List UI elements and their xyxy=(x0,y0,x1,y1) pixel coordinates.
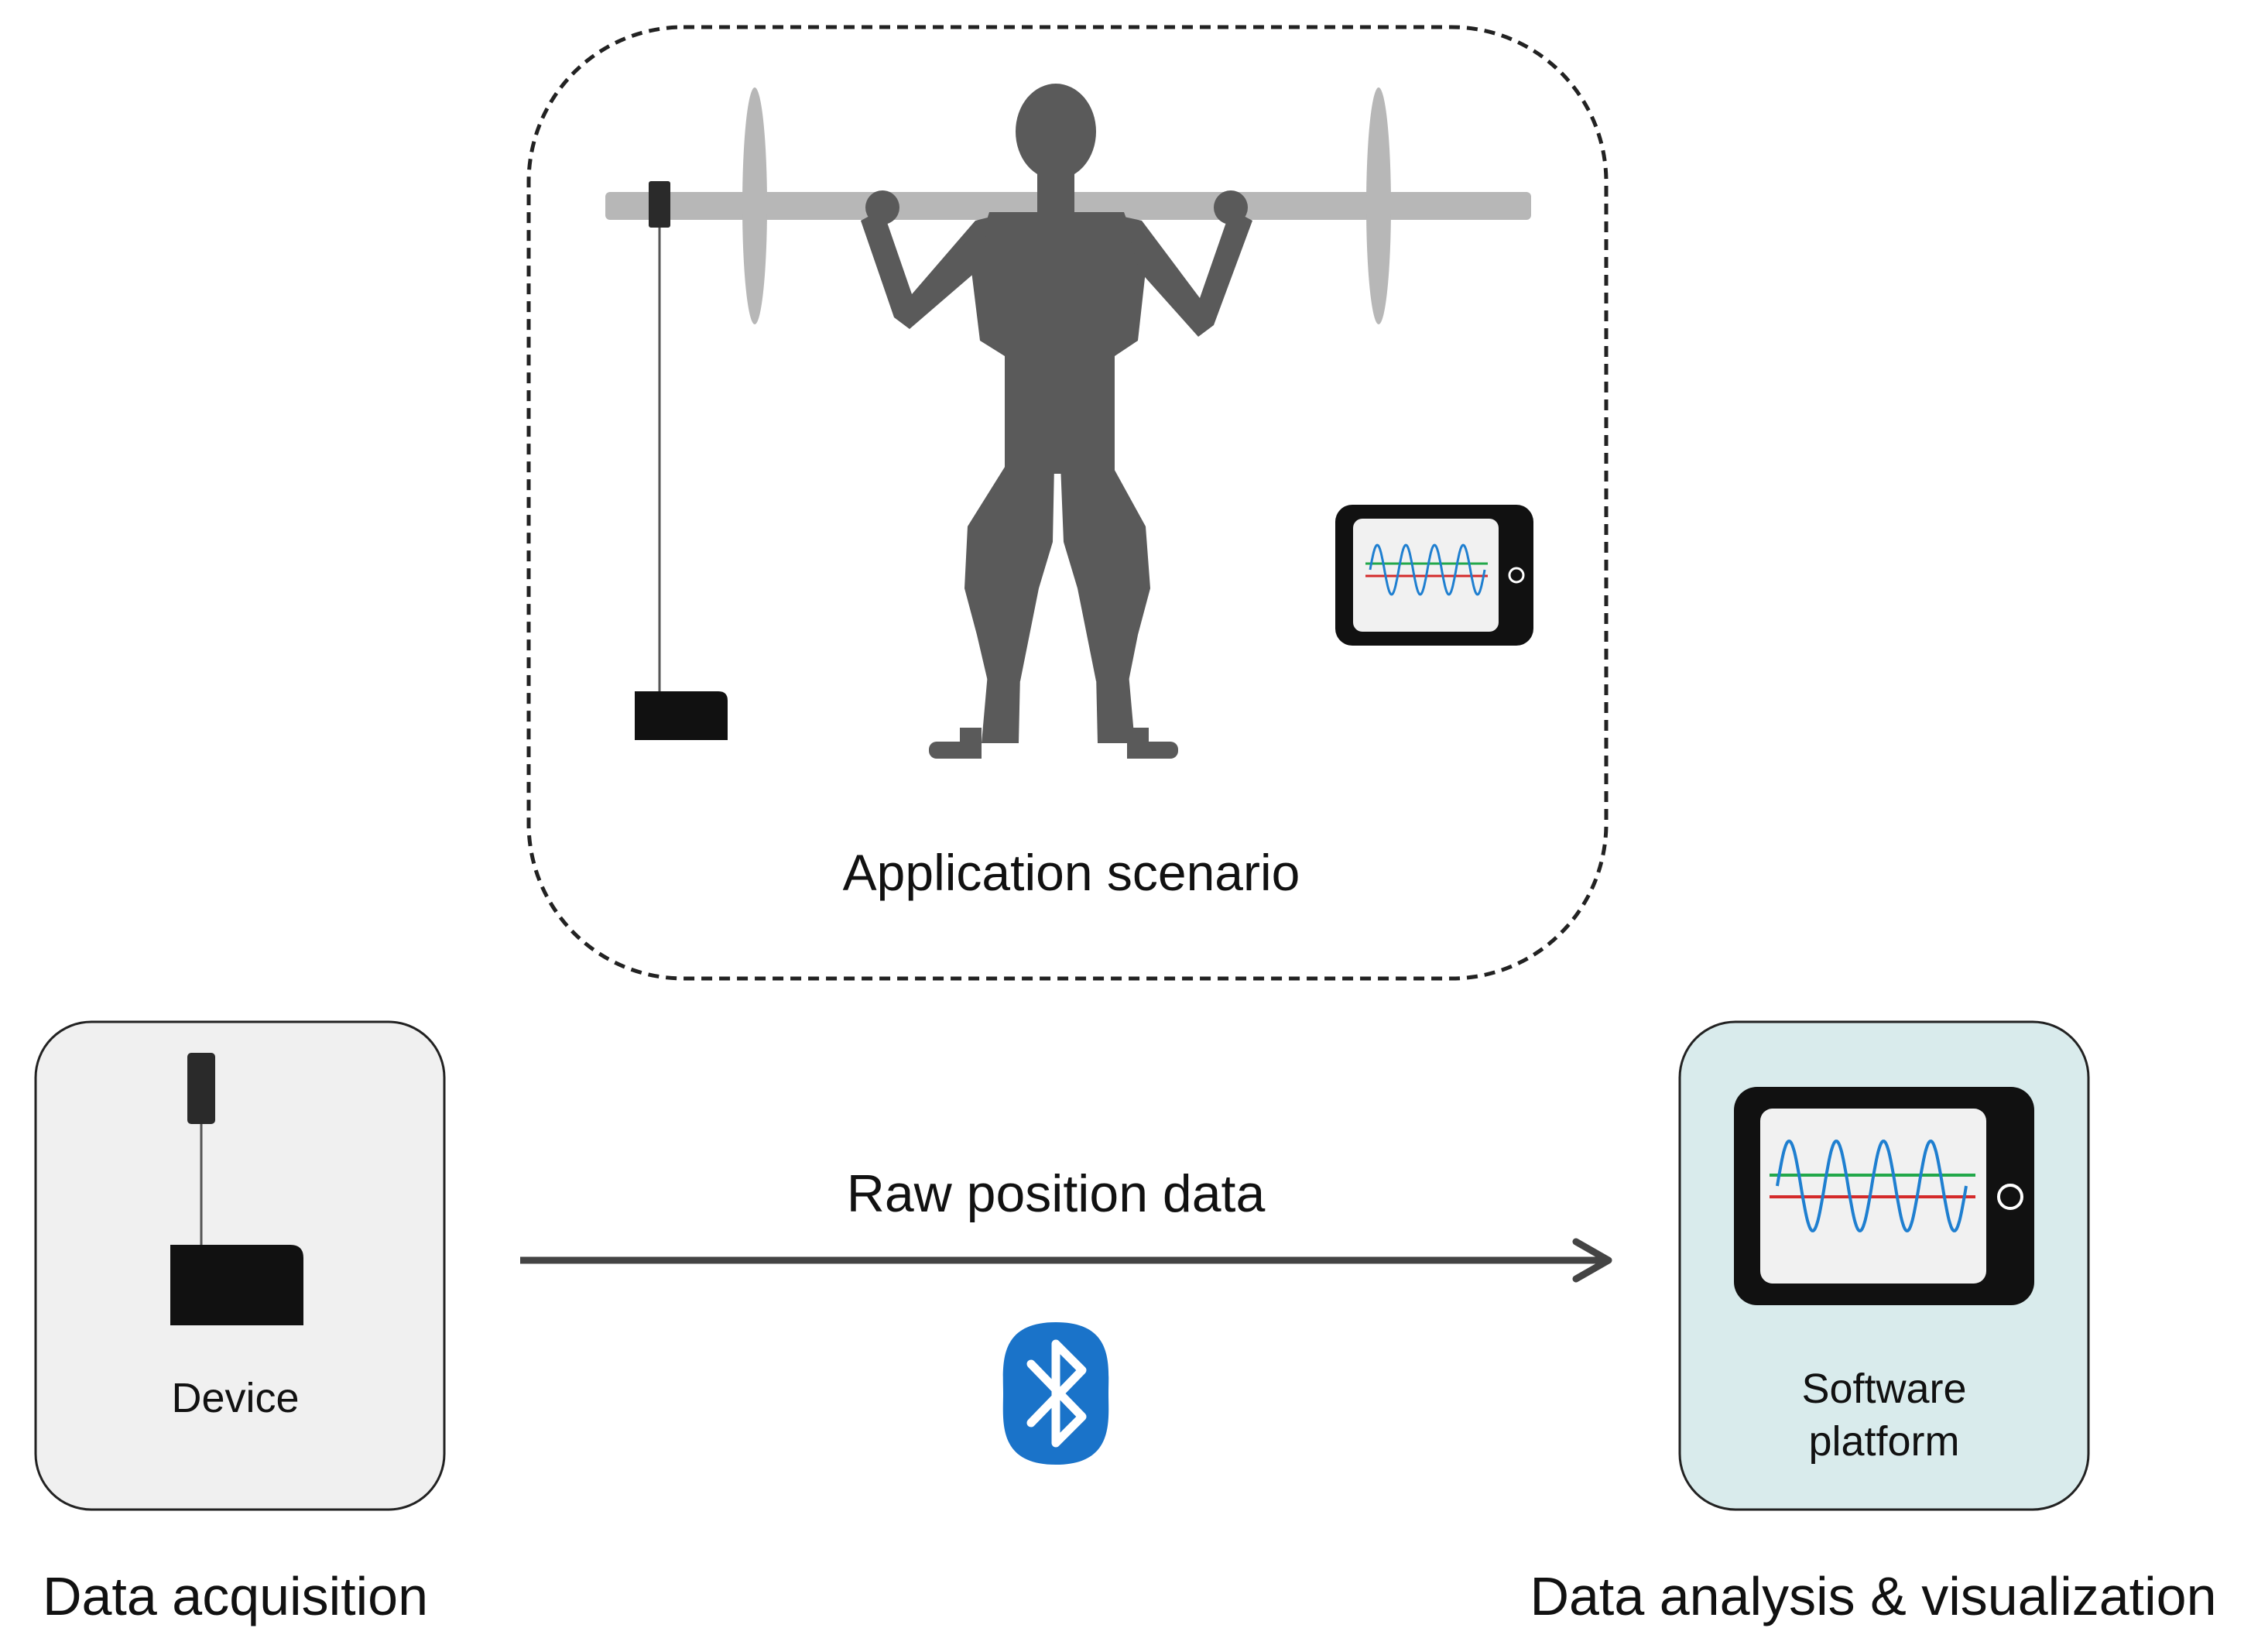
scenario-label: Application scenario xyxy=(843,844,1300,901)
encoder-device xyxy=(635,691,728,740)
transfer-arrow xyxy=(520,1238,1612,1283)
device-sensor-clip xyxy=(187,1053,215,1124)
acquisition-caption: Data acquisition xyxy=(43,1566,428,1626)
software-signal-wave xyxy=(1776,1140,1968,1232)
lifter-arm-right xyxy=(1124,209,1252,337)
software-label-line1: Software xyxy=(1801,1366,1966,1412)
transfer-label: Raw position data xyxy=(847,1164,1266,1223)
lifter-neck xyxy=(1037,170,1074,217)
software-tablet xyxy=(1734,1087,2034,1305)
lifter-shin-left xyxy=(982,673,1020,743)
sensor-clip xyxy=(649,181,670,228)
software-tablet-button xyxy=(1997,1184,2023,1210)
lifter-ankle-left xyxy=(960,728,982,759)
lifter-leg-left xyxy=(964,464,1054,681)
barbell-plate-right xyxy=(1366,87,1391,324)
lifter-arm-left xyxy=(861,209,991,329)
bluetooth-icon xyxy=(1002,1322,1109,1465)
arrow-head xyxy=(1572,1238,1612,1283)
software-label-line2: platform xyxy=(1808,1418,1959,1465)
lifter-hand-left xyxy=(865,190,899,224)
bluetooth-rune xyxy=(1026,1339,1087,1448)
lifter-leg-right xyxy=(1060,464,1150,681)
lifter-ankle-right xyxy=(1127,728,1149,759)
lifter-torso xyxy=(971,212,1146,474)
lifter-figure xyxy=(861,84,1252,759)
scenario-tablet xyxy=(1335,505,1533,646)
barbell-plate-left xyxy=(742,87,767,324)
device-label: Device xyxy=(171,1375,299,1421)
scenario-frame xyxy=(526,25,1609,981)
scenario-tablet-button xyxy=(1508,567,1525,584)
lifter-hand-right xyxy=(1214,190,1248,224)
device-encoder xyxy=(170,1245,303,1325)
lifter-head xyxy=(1016,84,1096,180)
analysis-caption: Data analysis & visualization xyxy=(1530,1566,2216,1626)
lifter-shin-right xyxy=(1096,673,1135,743)
scenario-signal-wave xyxy=(1369,543,1486,596)
